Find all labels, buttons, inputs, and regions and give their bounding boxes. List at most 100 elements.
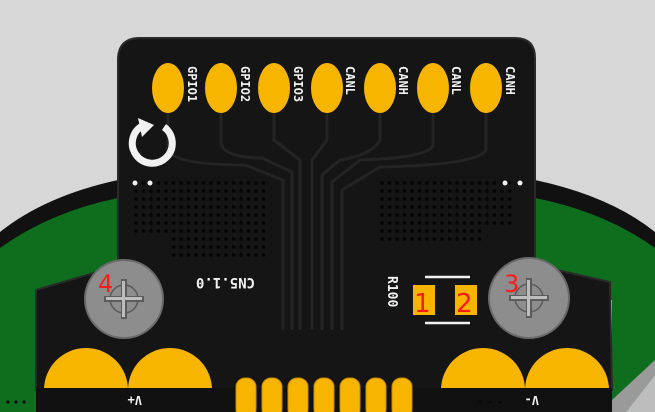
resistor-pad-2: 2 xyxy=(456,289,473,319)
via xyxy=(417,229,422,233)
via xyxy=(447,197,452,201)
via xyxy=(462,229,467,233)
bottom-connector xyxy=(235,377,413,412)
via xyxy=(141,197,146,201)
via xyxy=(194,197,198,201)
via xyxy=(216,221,221,225)
via xyxy=(201,213,206,217)
via xyxy=(440,213,444,217)
via xyxy=(171,245,176,249)
via xyxy=(470,229,474,233)
via xyxy=(186,213,191,217)
via xyxy=(447,213,452,217)
via xyxy=(380,229,384,233)
via xyxy=(254,189,258,193)
via xyxy=(171,229,176,233)
via xyxy=(417,189,422,193)
via xyxy=(380,213,384,217)
label-gpio3: GPIO3 xyxy=(291,66,305,102)
via xyxy=(239,253,243,257)
pad-canh-1 xyxy=(364,63,396,113)
dark-ring-left xyxy=(0,180,118,248)
via xyxy=(380,237,384,241)
resistor-label: R100 xyxy=(384,276,399,307)
via xyxy=(194,237,198,241)
via xyxy=(239,237,243,241)
via xyxy=(179,189,183,193)
via xyxy=(462,189,467,193)
via xyxy=(455,181,459,185)
via xyxy=(186,181,191,185)
via xyxy=(380,189,384,193)
via xyxy=(500,197,504,201)
via xyxy=(470,213,474,217)
via xyxy=(492,213,497,217)
top-connector: GPIO1 GPIO2 GPIO3 CANL CANH CANL CANH xyxy=(152,63,517,113)
via xyxy=(417,213,422,217)
via xyxy=(179,221,183,225)
via xyxy=(425,229,429,233)
via xyxy=(209,253,213,257)
via xyxy=(179,245,183,249)
via xyxy=(425,213,429,217)
via xyxy=(216,189,221,193)
via xyxy=(141,205,146,209)
via xyxy=(462,205,467,209)
via xyxy=(164,229,168,233)
via xyxy=(462,197,467,201)
via xyxy=(507,197,512,201)
via xyxy=(387,205,392,209)
via xyxy=(156,213,161,217)
via xyxy=(224,205,228,209)
via xyxy=(500,221,504,225)
via xyxy=(224,245,228,249)
pad-vminus-1 xyxy=(441,348,525,390)
via xyxy=(141,229,146,233)
via xyxy=(201,197,206,201)
via xyxy=(261,205,266,209)
via-grid-left xyxy=(134,181,266,257)
via xyxy=(149,221,153,225)
via xyxy=(500,189,504,193)
via xyxy=(432,237,437,241)
via xyxy=(179,197,183,201)
via xyxy=(246,189,251,193)
via xyxy=(410,181,414,185)
via xyxy=(186,197,191,201)
via xyxy=(380,181,384,185)
power-icon xyxy=(128,118,176,167)
via xyxy=(171,189,176,193)
via xyxy=(246,205,251,209)
via xyxy=(455,197,459,201)
via xyxy=(485,181,489,185)
via xyxy=(387,229,392,233)
via xyxy=(507,213,512,217)
via xyxy=(395,181,399,185)
via xyxy=(261,253,266,257)
via xyxy=(201,253,206,257)
via xyxy=(171,197,176,201)
via xyxy=(440,181,444,185)
via xyxy=(440,189,444,193)
via xyxy=(485,221,489,225)
via xyxy=(492,197,497,201)
via xyxy=(254,181,258,185)
via xyxy=(149,189,153,193)
via xyxy=(164,205,168,209)
via xyxy=(231,181,236,185)
via xyxy=(239,221,243,225)
via xyxy=(209,189,213,193)
via xyxy=(492,205,497,209)
pad-vminus-2 xyxy=(525,348,609,390)
via xyxy=(209,205,213,209)
via xyxy=(231,245,236,249)
via xyxy=(246,197,251,201)
via xyxy=(507,221,512,225)
via xyxy=(216,213,221,217)
via xyxy=(410,221,414,225)
via xyxy=(417,181,422,185)
via xyxy=(417,205,422,209)
label-canl-1: CANL xyxy=(343,66,357,95)
via xyxy=(164,189,168,193)
screw-right: 3 xyxy=(488,257,570,339)
